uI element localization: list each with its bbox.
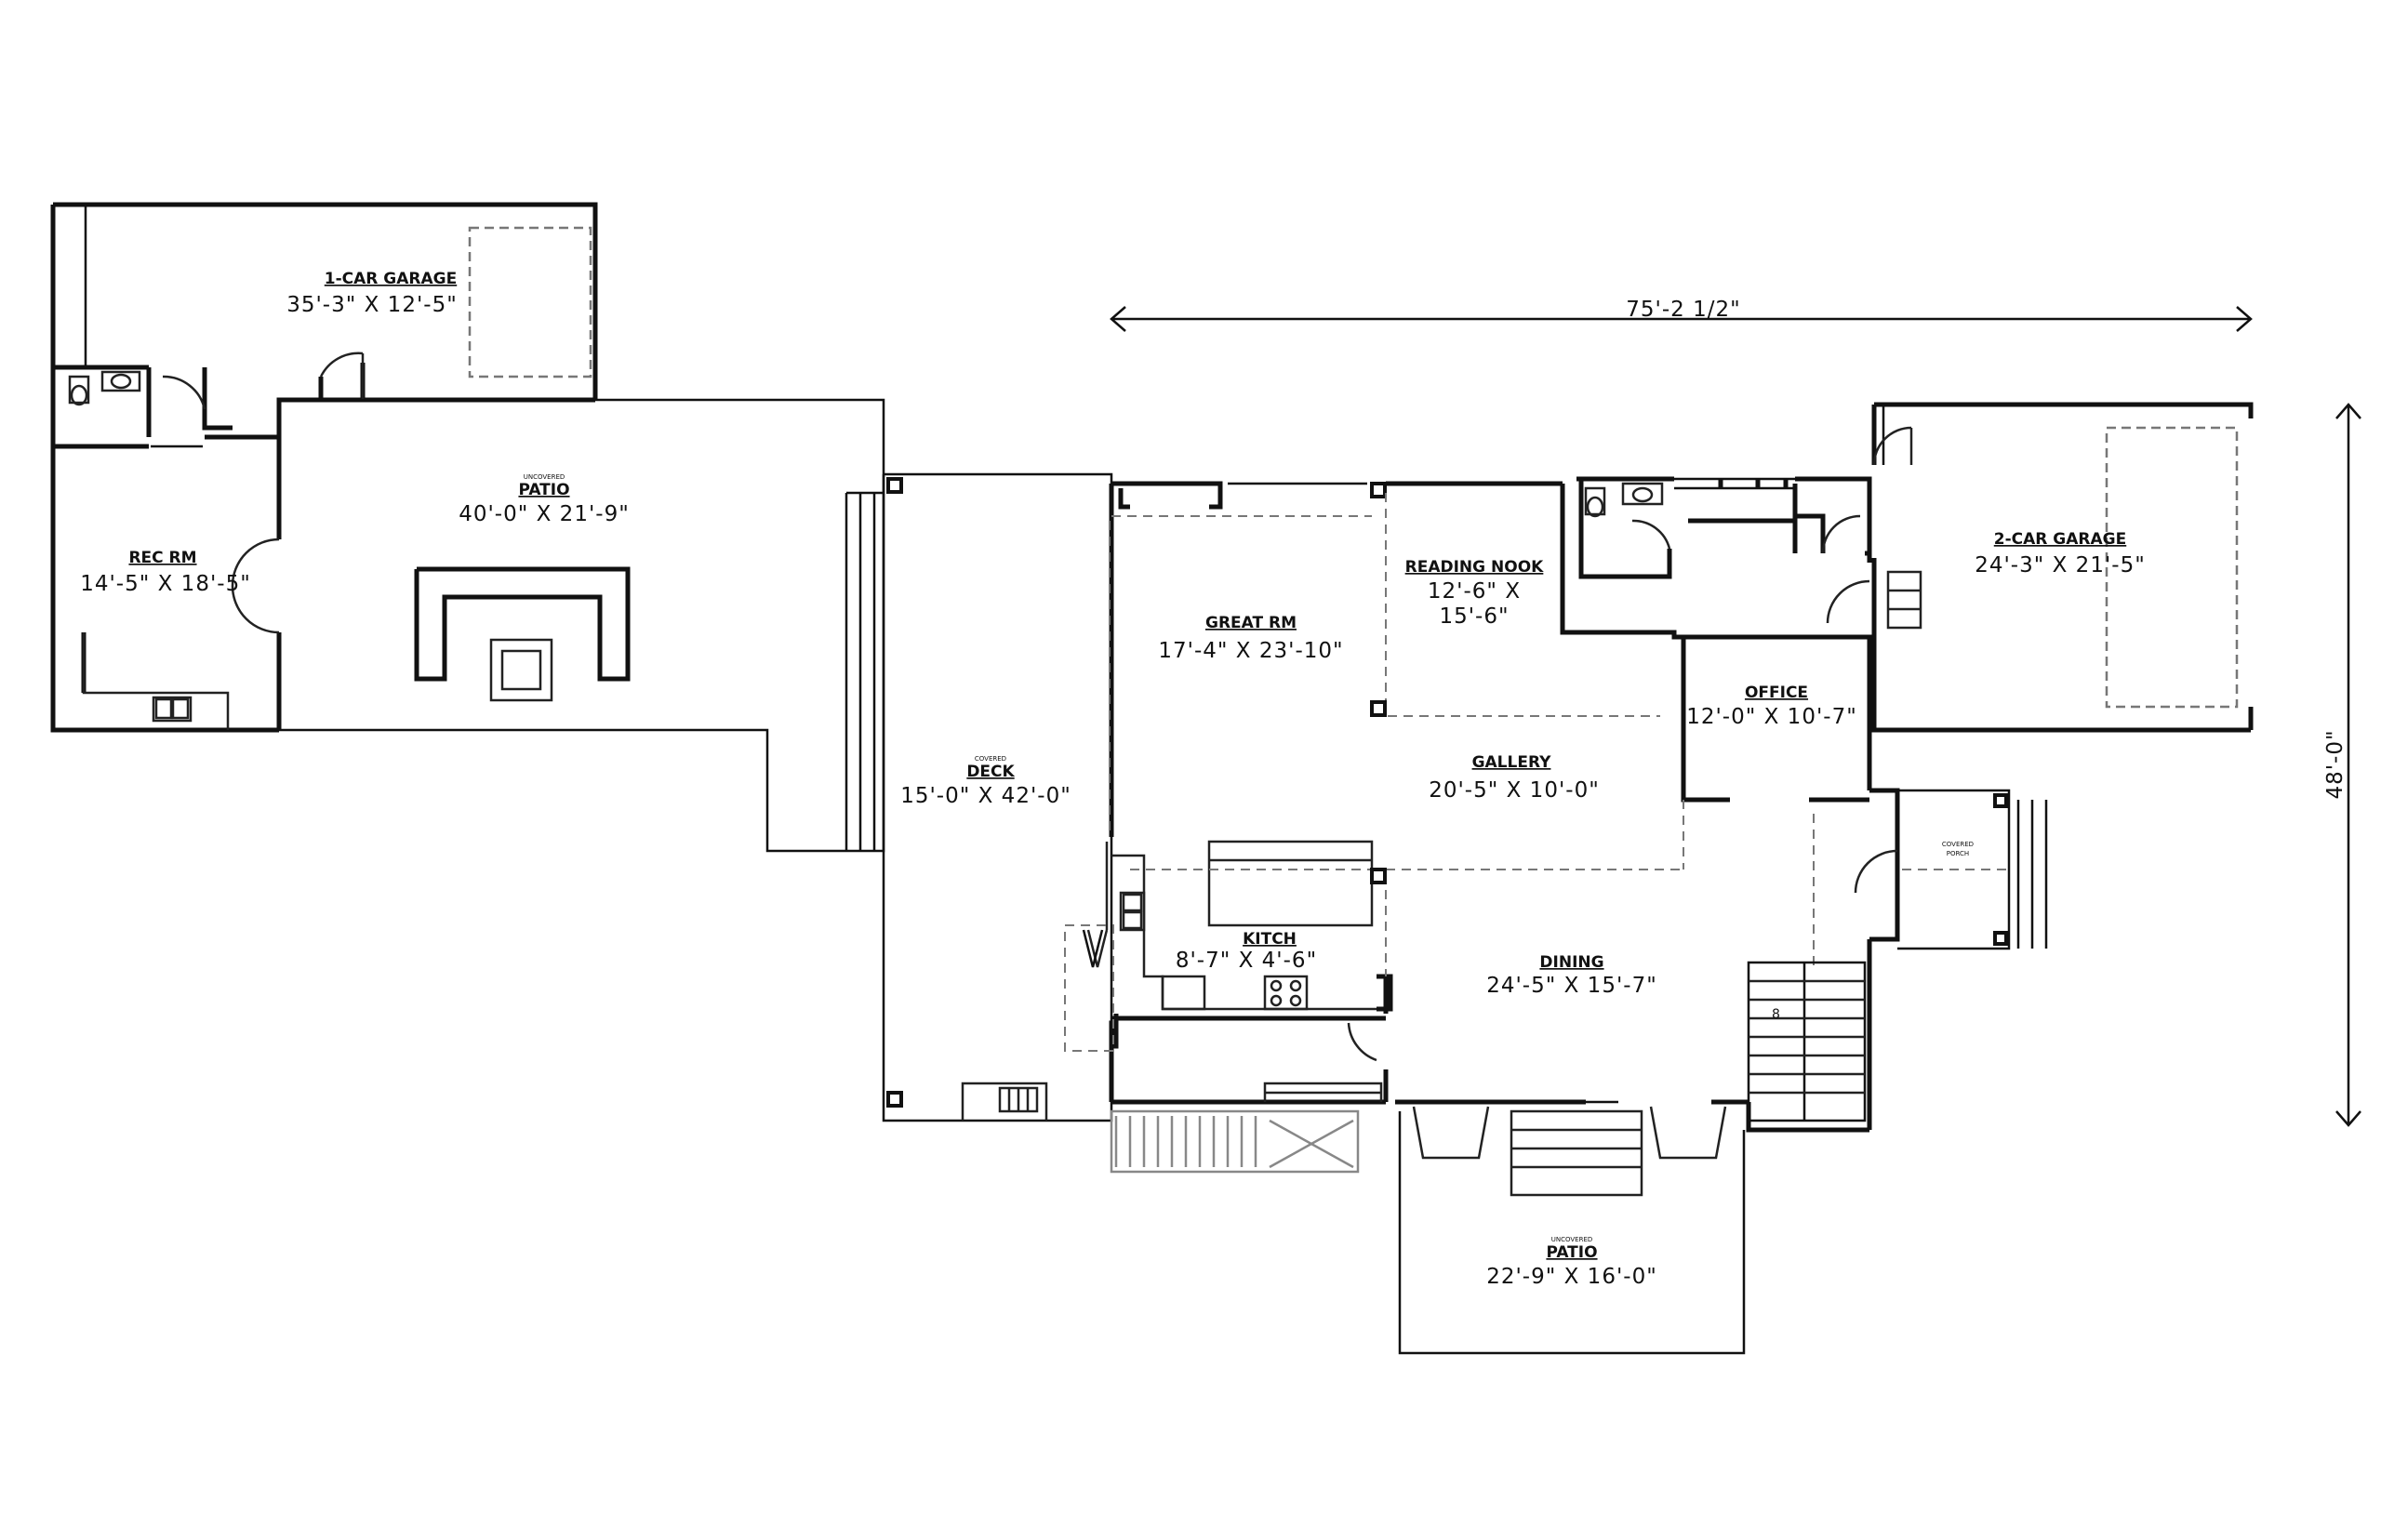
two-car-garage: [1871, 402, 2254, 733]
patio-lower-sub: UNCOVERED: [1551, 1236, 1593, 1243]
office-dim: 12'-0" X 10'-7": [1686, 705, 1857, 729]
deck-name: DECK: [966, 763, 1015, 781]
patio-lower-name: PATIO: [1546, 1243, 1597, 1262]
great-name: GREAT RM: [1205, 614, 1297, 632]
left-wing-fixtures: [68, 226, 592, 723]
porch-sub1: COVERED: [1942, 841, 1974, 848]
patio-upper-sub: UNCOVERED: [524, 473, 565, 481]
main-house-posts: [1370, 700, 1387, 884]
room-labels: 1-CAR GARAGE 35'-3" X 12'-5" REC RM 14'-…: [80, 270, 2146, 1289]
porch-sub2: PORCH: [1947, 850, 1969, 857]
reading-dim1: 12'-6" X: [1428, 579, 1521, 604]
main-house-fixtures: [1082, 479, 1898, 1062]
gallery-name: GALLERY: [1472, 753, 1552, 772]
stair-label: 8: [1772, 1007, 1780, 1022]
rec-dim: 14'-5" X 18'-5": [80, 572, 251, 596]
stair-treads: [1749, 979, 1865, 1095]
dining-name: DINING: [1539, 953, 1603, 972]
rec-name: REC RM: [128, 549, 196, 567]
kitchen-name: KITCH: [1243, 930, 1297, 949]
main-house-walls: [1105, 476, 1900, 1133]
reading-name: READING NOOK: [1405, 558, 1545, 577]
width-dimension: 75'-2 1/2": [1110, 298, 2253, 332]
patio-upper-dim: 40'-0" X 21'-9": [459, 502, 630, 526]
reading-dim2: 15'-6": [1439, 604, 1509, 629]
upper-patio: [279, 398, 885, 853]
garage1-name: 1-CAR GARAGE: [325, 270, 457, 288]
great-dim: 17'-4" X 23'-10": [1158, 639, 1343, 663]
depth-dimension-text: 48'-0": [2323, 729, 2348, 799]
depth-dimension: 48'-0": [2323, 403, 2361, 1127]
patio-lower-dim: 22'-9" X 16'-0": [1486, 1265, 1657, 1289]
main-house-dashed: [1064, 493, 1815, 1052]
deck-exit-stair: [1110, 1109, 1360, 1174]
garage2-dim: 24'-3" X 21'-5": [1975, 553, 2146, 578]
garage1-dim: 35'-3" X 12'-5": [286, 293, 458, 317]
patio-upper-name: PATIO: [518, 481, 569, 499]
lower-patio: [1398, 1106, 1746, 1355]
gallery-dim: 20'-5" X 10'-0": [1429, 778, 1600, 803]
office-name: OFFICE: [1745, 684, 1808, 702]
garage2-name: 2-CAR GARAGE: [1994, 530, 2126, 549]
deck-dim: 15'-0" X 42'-0": [900, 784, 1071, 808]
deck-sub: COVERED: [975, 755, 1006, 763]
width-dimension-text: 75'-2 1/2": [1626, 298, 1740, 322]
dining-dim: 24'-5" X 15'-7": [1486, 974, 1657, 998]
porch-stairs: 8: [1747, 789, 2048, 1122]
kitchen-dim: 8'-7" X 4'-6": [1176, 949, 1317, 973]
